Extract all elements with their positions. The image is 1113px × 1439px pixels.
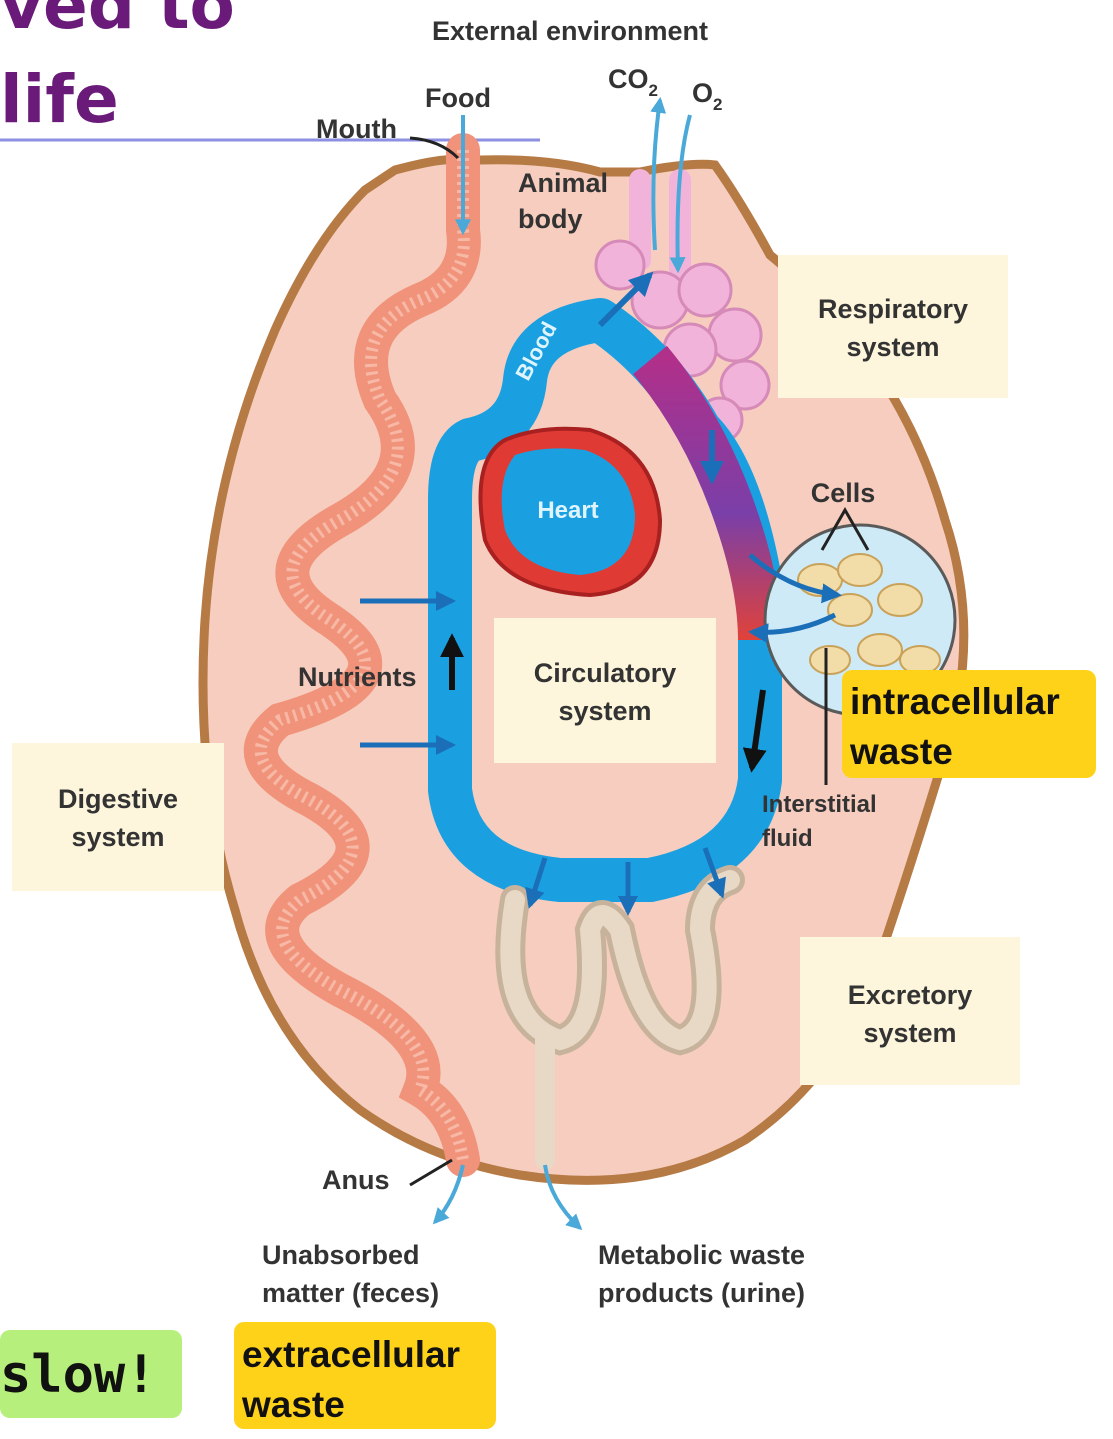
o2-label: O2 [692,78,722,114]
co2-subscript: 2 [649,81,658,100]
co2-label: CO2 [608,64,658,100]
digestive-box [12,743,224,891]
respiratory-label-line1: Respiratory [818,294,968,324]
feces-arrow [435,1165,463,1222]
nutrients-label: Nutrients [298,662,417,692]
anus-leader [410,1160,452,1185]
unabsorbed-label-line1: Unabsorbed [262,1240,420,1270]
circulatory-label-line2: system [558,696,651,726]
external-environment-label: External environment [432,16,708,46]
slow-note: slow! [0,1345,157,1405]
circulatory-box [494,618,716,763]
metabolic-label-line1: Metabolic waste [598,1240,805,1270]
cells-label: Cells [811,478,876,508]
digestive-label-line2: system [71,822,164,852]
animal-body-label-line2: body [518,204,583,234]
interstitial-label-line1: Interstitial [762,791,877,818]
o2-subscript: 2 [713,95,722,114]
excretory-label-line2: system [863,1018,956,1048]
digestive-label-line1: Digestive [58,784,178,814]
title-fragment-top: ved to [0,0,235,44]
respiratory-box [778,255,1008,398]
mouth-label: Mouth [316,114,397,144]
co2-text: CO [608,64,649,94]
extracellular-label-line1: extracellular [242,1334,460,1375]
extracellular-label-line2: waste [241,1384,345,1425]
heart-label: Heart [537,497,598,524]
food-label: Food [425,83,491,113]
o2-text: O [692,78,713,108]
metabolic-label-line2: products (urine) [598,1278,805,1308]
intracellular-label-line2: waste [849,731,953,772]
circulatory-label-line1: Circulatory [534,658,677,688]
respiratory-label-line2: system [846,332,939,362]
animal-body-label-line1: Animal [518,168,608,198]
excretory-box [800,937,1020,1085]
interstitial-label-line2: fluid [762,825,813,852]
unabsorbed-label-line2: matter (feces) [262,1278,439,1308]
intracellular-label-line1: intracellular [850,681,1060,722]
excretory-label-line1: Excretory [848,980,973,1010]
anus-label: Anus [322,1165,390,1195]
title-fragment-bottom: life [0,61,119,138]
